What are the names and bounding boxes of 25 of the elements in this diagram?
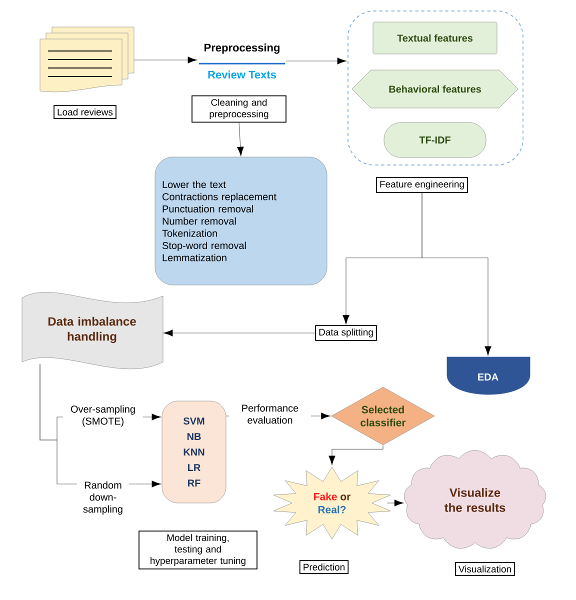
arrow bbox=[164, 330, 316, 336]
arrow bbox=[237, 122, 244, 156]
feature-terminator: TF-IDF bbox=[384, 122, 486, 158]
edge-label: Over-sampling (SMOTE) bbox=[63, 404, 143, 428]
step-list-box: Lower the text Contractions replacement Punctuation removal Number removal Tokenization Stop-word removal Lemmatization bbox=[154, 156, 328, 286]
arrow bbox=[328, 444, 384, 465]
heading-text: Preprocessing Review Texts bbox=[199, 43, 285, 79]
arrow bbox=[134, 56, 197, 64]
arrow bbox=[286, 58, 346, 64]
label-box: Model training, testing and hyperparameter tuning bbox=[138, 530, 258, 570]
arrow bbox=[422, 192, 492, 356]
edge-label: Performance evaluation bbox=[229, 403, 311, 425]
process-box: Cleaning and preprocessing bbox=[192, 95, 286, 123]
document-stack-icon bbox=[40, 26, 134, 92]
label-box: Load reviews bbox=[54, 105, 116, 119]
label-box: Feature engineering bbox=[376, 177, 468, 193]
model-box: SVM NB KNN LR RF bbox=[162, 400, 226, 504]
feature-hexagon: Behavioral features bbox=[352, 70, 518, 108]
label-box: Prediction bbox=[299, 560, 349, 574]
feature-box: Textual features bbox=[372, 22, 498, 54]
process-box: Data splitting bbox=[315, 325, 377, 341]
label-box: Visualization bbox=[454, 562, 516, 576]
arrow bbox=[386, 500, 404, 506]
edge-label: Random down-sampling bbox=[77, 480, 129, 516]
dashed-group-box bbox=[348, 10, 524, 166]
